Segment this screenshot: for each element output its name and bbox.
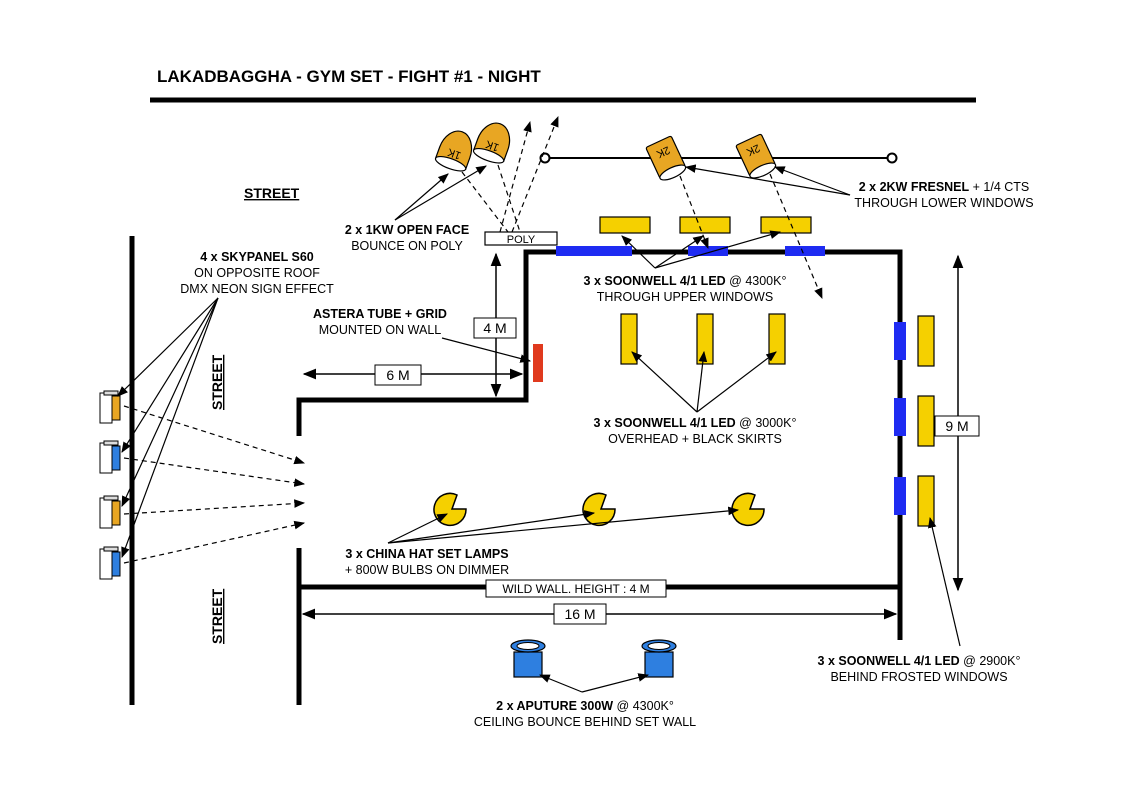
upper-window-1 — [556, 246, 632, 256]
open-face-1k-1: 1K — [434, 130, 473, 172]
open-face-1k-2-label: 1K — [483, 137, 500, 153]
wild-wall-label: WILD WALL. HEIGHT : 4 M — [502, 582, 649, 596]
svg-text:3 x SOONWELL 4/1 LED @ 4300K°: 3 x SOONWELL 4/1 LED @ 4300K° — [584, 274, 787, 288]
svg-text:ON OPPOSITE ROOF: ON OPPOSITE ROOF — [194, 266, 320, 280]
poly-label: POLY — [507, 234, 536, 246]
street-label-left-lower: STREET — [209, 588, 225, 644]
beam-skypanel-2 — [123, 457, 306, 487]
dim-label-6m: 6 M — [386, 367, 409, 383]
svg-text:THROUGH LOWER WINDOWS: THROUGH LOWER WINDOWS — [854, 196, 1033, 210]
page-title: LAKADBAGGHA - GYM SET - FIGHT #1 - NIGHT — [157, 67, 541, 86]
beam-poly-bounce-1 — [499, 120, 532, 233]
side-window-1 — [894, 322, 906, 360]
skypanel-1 — [99, 390, 121, 424]
beam-skypanel-1 — [123, 405, 306, 465]
soonwell-frosted-2 — [917, 395, 935, 447]
svg-text:+ 800W BULBS ON DIMMER: + 800W BULBS ON DIMMER — [345, 563, 509, 577]
fresnel-2k-2-label: 2K — [744, 141, 762, 158]
annotation-astera: ASTERA TUBE + GRID MOUNTED ON WALL — [313, 307, 447, 337]
fresnel-2k-2: 2K — [735, 133, 777, 179]
set-wall-outline — [296, 249, 903, 640]
svg-text:3 x CHINA HAT SET LAMPS: 3 x CHINA HAT SET LAMPS — [345, 547, 508, 561]
fresnel-2k-1: 2K — [645, 135, 687, 181]
side-window-2 — [894, 398, 906, 436]
annotation-soonwell-frosted: 3 x SOONWELL 4/1 LED @ 2900K° BEHIND FRO… — [818, 654, 1021, 684]
open-face-1k-1-label: 1K — [445, 145, 462, 161]
annotation-soonwell-overhead: 3 x SOONWELL 4/1 LED @ 3000K° OVERHEAD +… — [594, 416, 797, 446]
svg-text:BEHIND FROSTED WINDOWS: BEHIND FROSTED WINDOWS — [830, 670, 1007, 684]
china-hat-lamp-2 — [582, 492, 616, 527]
rig-end-right — [886, 152, 898, 164]
open-face-1k-2: 1K — [472, 122, 511, 164]
china-hat-group — [433, 492, 765, 527]
svg-text:THROUGH UPPER WINDOWS: THROUGH UPPER WINDOWS — [597, 290, 773, 304]
annotation-open-face: 2 x 1KW OPEN FACE BOUNCE ON POLY — [345, 223, 469, 253]
dim-label-16m: 16 M — [564, 606, 595, 622]
beam-lines — [123, 115, 823, 564]
upper-window-3 — [785, 246, 825, 256]
soonwell-overhead-1 — [620, 313, 638, 365]
upper-window-2 — [688, 246, 728, 256]
soonwell-overhead-3 — [768, 313, 786, 365]
windows — [556, 246, 906, 515]
svg-text:OVERHEAD + BLACK SKIRTS: OVERHEAD + BLACK SKIRTS — [608, 432, 782, 446]
soonwell-frosted-1 — [917, 315, 935, 367]
poly-board — [484, 231, 558, 246]
beam-skypanel-4 — [123, 520, 306, 564]
svg-text:3 x SOONWELL 4/1 LED @ 2900K°: 3 x SOONWELL 4/1 LED @ 2900K° — [818, 654, 1021, 668]
china-hat-lamp-3 — [731, 492, 765, 527]
beam-2k-1 — [679, 175, 709, 250]
beam-1k-1-poly — [461, 171, 509, 233]
rig-end-left — [539, 152, 551, 164]
aputure-2 — [641, 639, 677, 678]
soonwell-frosted-3 — [917, 475, 935, 527]
soonwell-upper-1 — [599, 216, 651, 234]
svg-text:ASTERA TUBE + GRID: ASTERA TUBE + GRID — [313, 307, 447, 321]
fresnel-2k-1-label: 2K — [654, 143, 672, 160]
dimension-labels: 4 M 6 M 9 M 16 M WILD WALL. HEIGHT : 4 M — [374, 317, 980, 625]
svg-text:4 x SKYPANEL S60: 4 x SKYPANEL S60 — [200, 250, 314, 264]
callout-arrows — [117, 164, 961, 693]
aputure-1 — [510, 639, 546, 678]
skypanel-3 — [99, 495, 121, 529]
svg-text:2 x 1KW OPEN FACE: 2 x 1KW OPEN FACE — [345, 223, 469, 237]
side-window-3 — [894, 477, 906, 515]
svg-text:2 x APUTURE 300W @ 4300K°: 2 x APUTURE 300W @ 4300K° — [496, 699, 674, 713]
street-label-top: STREET — [244, 185, 300, 201]
svg-text:3 x SOONWELL 4/1 LED @ 3000K°: 3 x SOONWELL 4/1 LED @ 3000K° — [594, 416, 797, 430]
svg-text:2 x 2KW FRESNEL + 1/4 CTS: 2 x 2KW FRESNEL + 1/4 CTS — [859, 180, 1030, 194]
soonwell-upper-3 — [760, 216, 812, 234]
svg-text:BOUNCE ON POLY: BOUNCE ON POLY — [351, 239, 463, 253]
annotation-china-hat: 3 x CHINA HAT SET LAMPS + 800W BULBS ON … — [345, 547, 509, 577]
annotation-fresnel: 2 x 2KW FRESNEL + 1/4 CTS THROUGH LOWER … — [854, 180, 1033, 210]
annotation-aputure: 2 x APUTURE 300W @ 4300K° CEILING BOUNCE… — [474, 699, 696, 729]
beam-poly-bounce-2 — [511, 115, 559, 233]
soonwell-upper-2 — [679, 216, 731, 234]
soonwell-overhead-2 — [696, 313, 714, 365]
soonwell-upper-group — [599, 216, 812, 234]
soonwell-frosted-group — [917, 315, 935, 527]
svg-text:MOUNTED ON WALL: MOUNTED ON WALL — [319, 323, 442, 337]
dim-label-4m: 4 M — [483, 320, 506, 336]
skypanel-2 — [99, 440, 121, 474]
svg-text:CEILING BOUNCE BEHIND SET WALL: CEILING BOUNCE BEHIND SET WALL — [474, 715, 696, 729]
beam-2k-2 — [769, 173, 823, 299]
skypanel-4 — [99, 546, 121, 580]
annotation-soonwell-upper: 3 x SOONWELL 4/1 LED @ 4300K° THROUGH UP… — [584, 274, 787, 304]
dim-label-9m: 9 M — [945, 418, 968, 434]
beam-skypanel-3 — [123, 499, 306, 515]
svg-text:DMX NEON SIGN EFFECT: DMX NEON SIGN EFFECT — [180, 282, 334, 296]
astera-tube — [533, 344, 543, 382]
china-hat-lamp-1 — [433, 492, 467, 527]
annotation-skypanel: 4 x SKYPANEL S60 ON OPPOSITE ROOF DMX NE… — [180, 250, 334, 296]
street-label-left-upper: STREET — [209, 354, 225, 410]
beam-1k-2-poly — [497, 164, 521, 233]
skypanel-group — [99, 390, 121, 580]
